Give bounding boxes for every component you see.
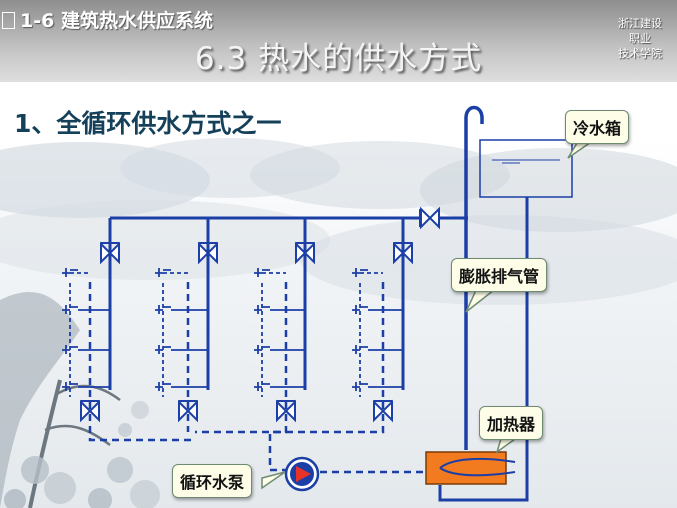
background-scenery: [0, 138, 677, 508]
gate-valve-icon: [178, 399, 198, 423]
gate-valve-icon: [295, 241, 315, 265]
school-line-1: 浙江建设: [618, 17, 662, 30]
riser-2-branches: [155, 268, 208, 397]
gate-valve-icon: [100, 241, 120, 265]
chapter-title: 1-6 建筑热水供应系统: [2, 6, 213, 33]
expansion-vent-pipe-label: 膨胀排气管: [451, 258, 548, 292]
valves: [80, 206, 440, 423]
circulation-pump-icon: [284, 456, 320, 492]
slide-header: 1-6 建筑热水供应系统 6.3 热水的供水方式 浙江建设 职业 技术学院: [0, 0, 677, 82]
school-line-2: 职业: [629, 32, 651, 45]
section-title: 1、全循环供水方式之一: [14, 109, 282, 138]
school-line-3: 技术学院: [618, 47, 662, 60]
gate-valve-icon: [80, 399, 100, 423]
cold-water-pipe: [438, 197, 529, 502]
gate-valve-icon: [373, 399, 393, 423]
return-riser-3: [268, 282, 288, 472]
riser-4-branches: [352, 268, 403, 397]
expansion-vent-pipe: [464, 105, 484, 450]
heater-label: 加热器: [479, 406, 544, 440]
return-riser-1: [88, 282, 195, 442]
gate-valve-icon: [276, 399, 296, 423]
water-heater-icon: [425, 451, 516, 485]
gate-valve-icon: [393, 241, 413, 265]
pipe-network: [108, 105, 573, 502]
slide-title: 6.3 热水的供水方式: [194, 41, 483, 77]
square-bullet-icon: [2, 12, 15, 29]
circulation-pump-label: 循环水泵: [172, 464, 253, 498]
riser-1-branches: [62, 268, 110, 397]
cold-water-tank-label: 冷水箱: [565, 110, 630, 144]
school-logo-text: 浙江建设 职业 技术学院: [605, 16, 675, 61]
return-riser-4: [195, 282, 385, 434]
fixture-branches: [62, 268, 403, 397]
callout-pointers: [261, 137, 596, 490]
riser-3-branches: [254, 268, 305, 397]
gate-valve-icon: [198, 241, 218, 265]
main-gate-valve-icon: [419, 206, 440, 230]
cold-tank-outline: [479, 139, 573, 198]
return-pipe-network: [88, 282, 426, 474]
